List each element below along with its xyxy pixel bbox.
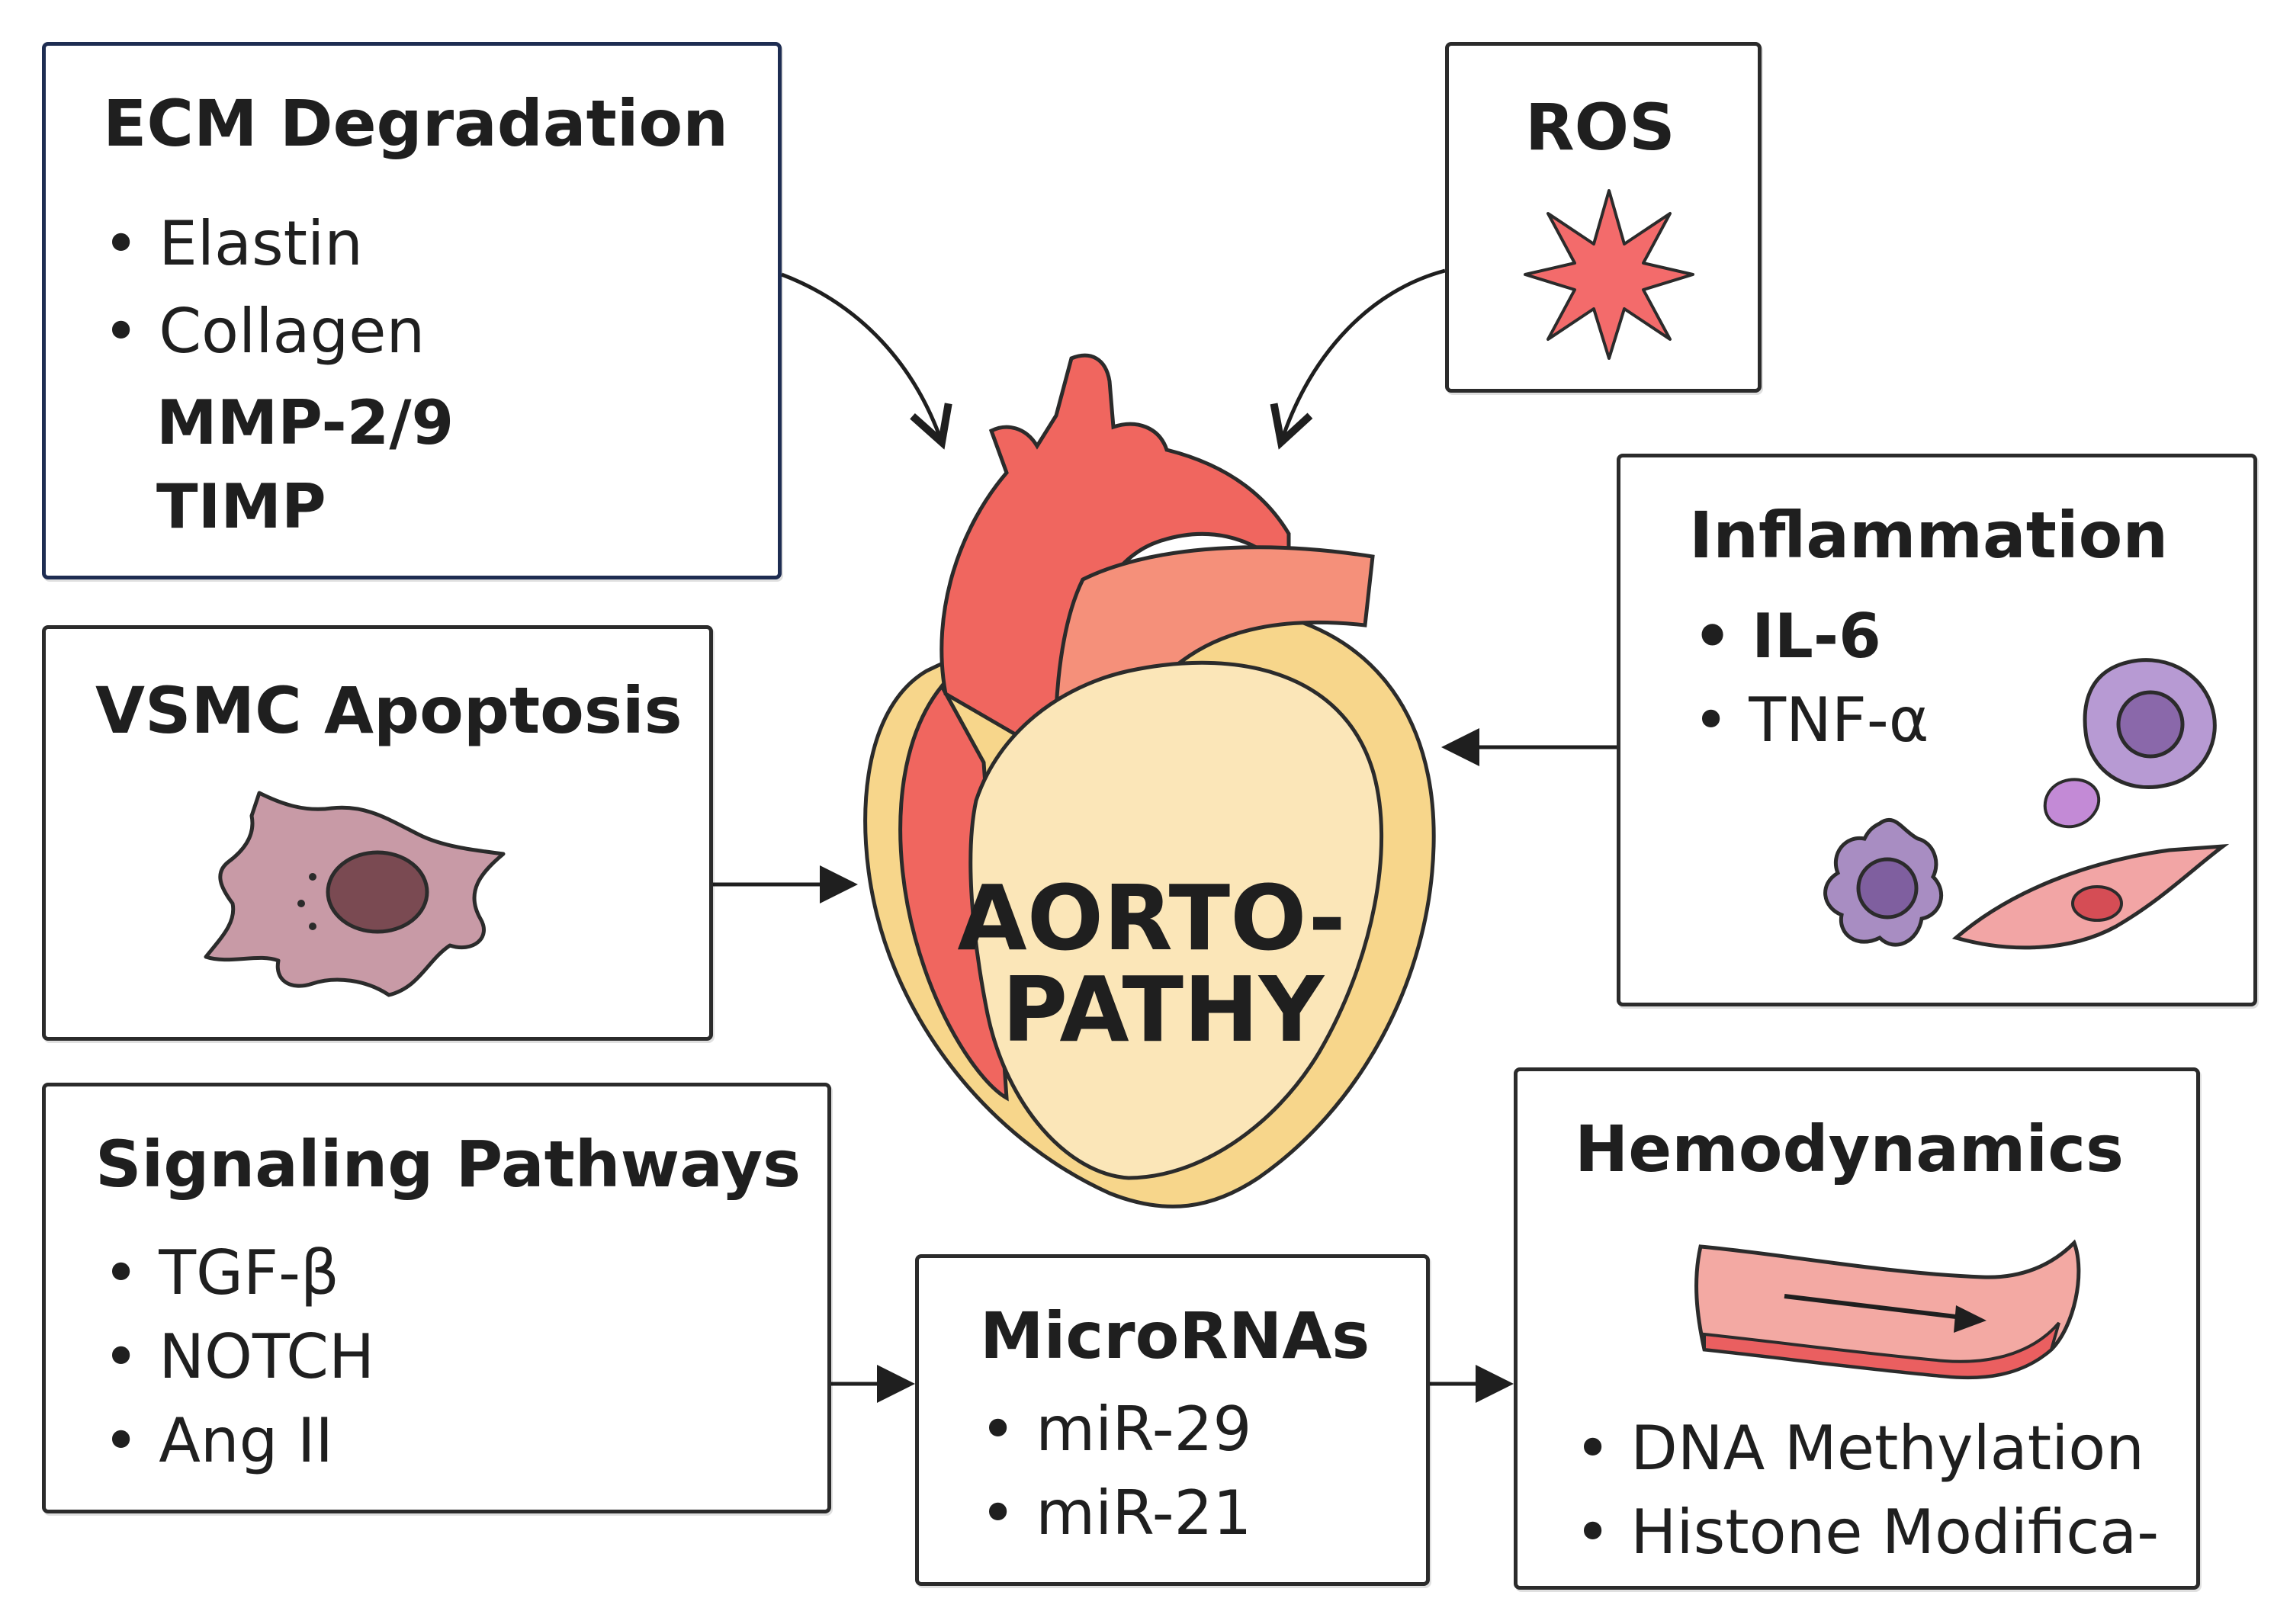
heart-aorta [939,353,1291,766]
hemodynamics-title: Hemodynamics [1575,1112,2124,1186]
signaling-item-ang: •Ang II [103,1405,334,1476]
arrow-ecm-to-center [781,272,942,442]
signaling-title: Signaling Pathways [95,1127,801,1202]
arrow-ros-to-center [1281,268,1446,442]
vsmc-title: VSMC Apoptosis [95,673,683,748]
hemodynamics-item-dna: •DNA Methylation [1575,1413,2144,1484]
vsmc-apoptosis-box: VSMC Apoptosis [42,625,713,1041]
micrornas-item-mir29: •miR-29 [980,1394,1252,1465]
inflammation-item-tnf: •TNF-α [1693,685,1929,756]
ros-box: ROS [1445,42,1762,393]
signaling-item-tgf: •TGF-β [103,1237,339,1308]
inflammation-title: Inflammation [1689,498,2169,573]
ecm-extra-timp: TIMP [156,471,326,542]
apoptotic-cell-icon [204,791,506,997]
inflammation-item-il6: •IL-6 [1693,601,1881,672]
ecm-title: ECM Degradation [103,86,729,161]
center-label-line2: PATHY [1002,957,1325,1062]
center-label-line1: AORTO- [957,865,1345,971]
signaling-pathways-box: Signaling Pathways •TGF-β •NOTCH •Ang II [42,1083,831,1513]
signaling-item-notch: •NOTCH [103,1321,375,1392]
ecm-extra-mmp: MMP-2/9 [156,387,454,458]
hemodynamics-box: Hemodynamics •DNA Methylation •Histone M… [1514,1067,2200,1590]
micrornas-item-mir21: •miR-21 [980,1478,1252,1549]
ecm-item-collagen: •Collagen [103,296,426,367]
immune-cells-icon [1823,658,2230,950]
vessel-flow-icon [1694,1239,2081,1380]
heart-inner-chamber [968,660,1384,1180]
micrornas-title: MicroRNAs [980,1298,1370,1373]
micrornas-box: MicroRNAs •miR-29 •miR-21 [915,1254,1430,1586]
star-burst-icon [1524,189,1694,360]
ecm-degradation-box: ECM Degradation •Elastin •Collagen MMP-2… [42,42,782,579]
ros-title: ROS [1525,90,1675,165]
ecm-item-elastin: •Elastin [103,208,363,279]
hemodynamics-item-histone: •Histone Modifica- [1575,1497,2160,1568]
inflammation-box: Inflammation •IL-6 •TNF-α [1617,454,2257,1006]
